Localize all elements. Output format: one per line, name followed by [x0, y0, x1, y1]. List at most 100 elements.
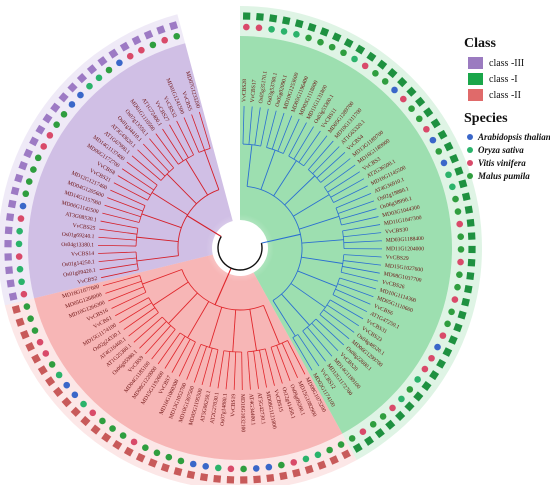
class-square [20, 329, 30, 340]
group-arc [335, 207, 342, 226]
class-iii-swatch [468, 57, 483, 69]
species-dot [16, 265, 24, 273]
inner-branch [187, 301, 210, 339]
class-square [421, 380, 432, 392]
tip-branch [233, 351, 237, 390]
class-sector [28, 43, 233, 299]
class-square [449, 153, 459, 164]
tip-branch [343, 240, 382, 244]
tip-branch [131, 155, 162, 181]
species-dot [398, 395, 405, 403]
species-dot [214, 464, 222, 472]
species-dot [454, 283, 461, 291]
class-square [15, 317, 25, 327]
class-square [457, 310, 467, 320]
class-legend-item: class -I [462, 71, 550, 87]
tip-branch [343, 254, 382, 258]
species-dot [391, 86, 398, 94]
tip-branch [217, 350, 225, 389]
tip-branch [253, 351, 259, 389]
species-dot [314, 451, 322, 459]
leaf-label: VvCBS15 [272, 389, 283, 413]
class-square [67, 82, 78, 93]
tip-branch [342, 266, 380, 274]
species-dot [445, 171, 452, 179]
species-dot [177, 457, 185, 465]
class-square [11, 305, 21, 314]
species-dot [454, 208, 462, 215]
inner-branch [141, 213, 182, 229]
class-square [307, 22, 317, 32]
class-square [453, 323, 463, 333]
tip-branch [287, 340, 306, 375]
species-dot [130, 438, 138, 446]
class-square [319, 27, 330, 37]
inner-branch [142, 269, 183, 285]
inner-branch [297, 270, 337, 287]
tip-branch [341, 216, 379, 226]
class-square [58, 92, 69, 103]
class-square [279, 471, 288, 481]
tip-branch [324, 164, 356, 188]
tip-branch [323, 309, 355, 333]
species-dot [15, 240, 23, 248]
leaf-label: VvCBS26 [381, 279, 405, 290]
tip-branch [303, 135, 328, 167]
class-square [50, 102, 61, 113]
species-dot [305, 34, 312, 42]
species-dot [408, 105, 415, 113]
class-legend-label: class -III [489, 57, 525, 69]
inner-branch [185, 159, 209, 196]
tip-branch [98, 236, 137, 241]
tip-branch [98, 251, 137, 254]
tip-branch [315, 318, 345, 346]
tip-branch [330, 178, 365, 198]
class-square [53, 386, 64, 398]
inner-branch [263, 305, 280, 345]
leaf-label: MD15G1027600 [385, 263, 424, 274]
tip-branch [302, 330, 326, 362]
species-dot [149, 41, 157, 49]
class-square [461, 297, 470, 307]
tip-branch [264, 348, 275, 386]
tip-branch [155, 133, 179, 165]
class-square [160, 463, 170, 473]
species-dot [452, 195, 459, 203]
leaf-label: Os01g14250.1 [62, 259, 95, 268]
tip-branch [139, 321, 167, 349]
species-dot [40, 143, 48, 150]
leaf-label: MD11G1204000 [386, 246, 424, 252]
leaf-label: VvCBS30 [385, 227, 409, 235]
tip-branch [270, 347, 283, 384]
species-dot [348, 435, 356, 442]
class-square [253, 475, 261, 484]
species-dot [451, 296, 459, 303]
leaf-label: Os07g14880.1 [220, 393, 229, 426]
species-dot [138, 46, 145, 54]
species-dot [63, 381, 71, 389]
inner-branch [298, 215, 340, 230]
tip-branch [101, 269, 139, 279]
species-dot [95, 74, 103, 82]
class-square [364, 435, 375, 446]
class-square [242, 12, 251, 20]
class-square [108, 48, 119, 59]
leaf-label: AT2G27030.1 [210, 392, 221, 425]
class-square [4, 253, 12, 261]
class-square [7, 199, 17, 209]
tree-branches [98, 106, 382, 390]
species-legend-label: Malus pumila [478, 170, 530, 181]
class-square [341, 449, 351, 460]
tip-branch [100, 220, 138, 229]
species-dot [48, 361, 56, 368]
class-sector [240, 36, 452, 434]
species-dot [68, 101, 76, 108]
tip-branch [102, 275, 140, 286]
root-arc [217, 236, 263, 271]
class-square [461, 192, 471, 201]
tip-branch [266, 110, 277, 148]
inner-branch [168, 292, 198, 324]
leaf-label: AT4G34400.1 [247, 393, 255, 425]
species-dot [86, 82, 93, 90]
tip-branch [225, 351, 231, 390]
